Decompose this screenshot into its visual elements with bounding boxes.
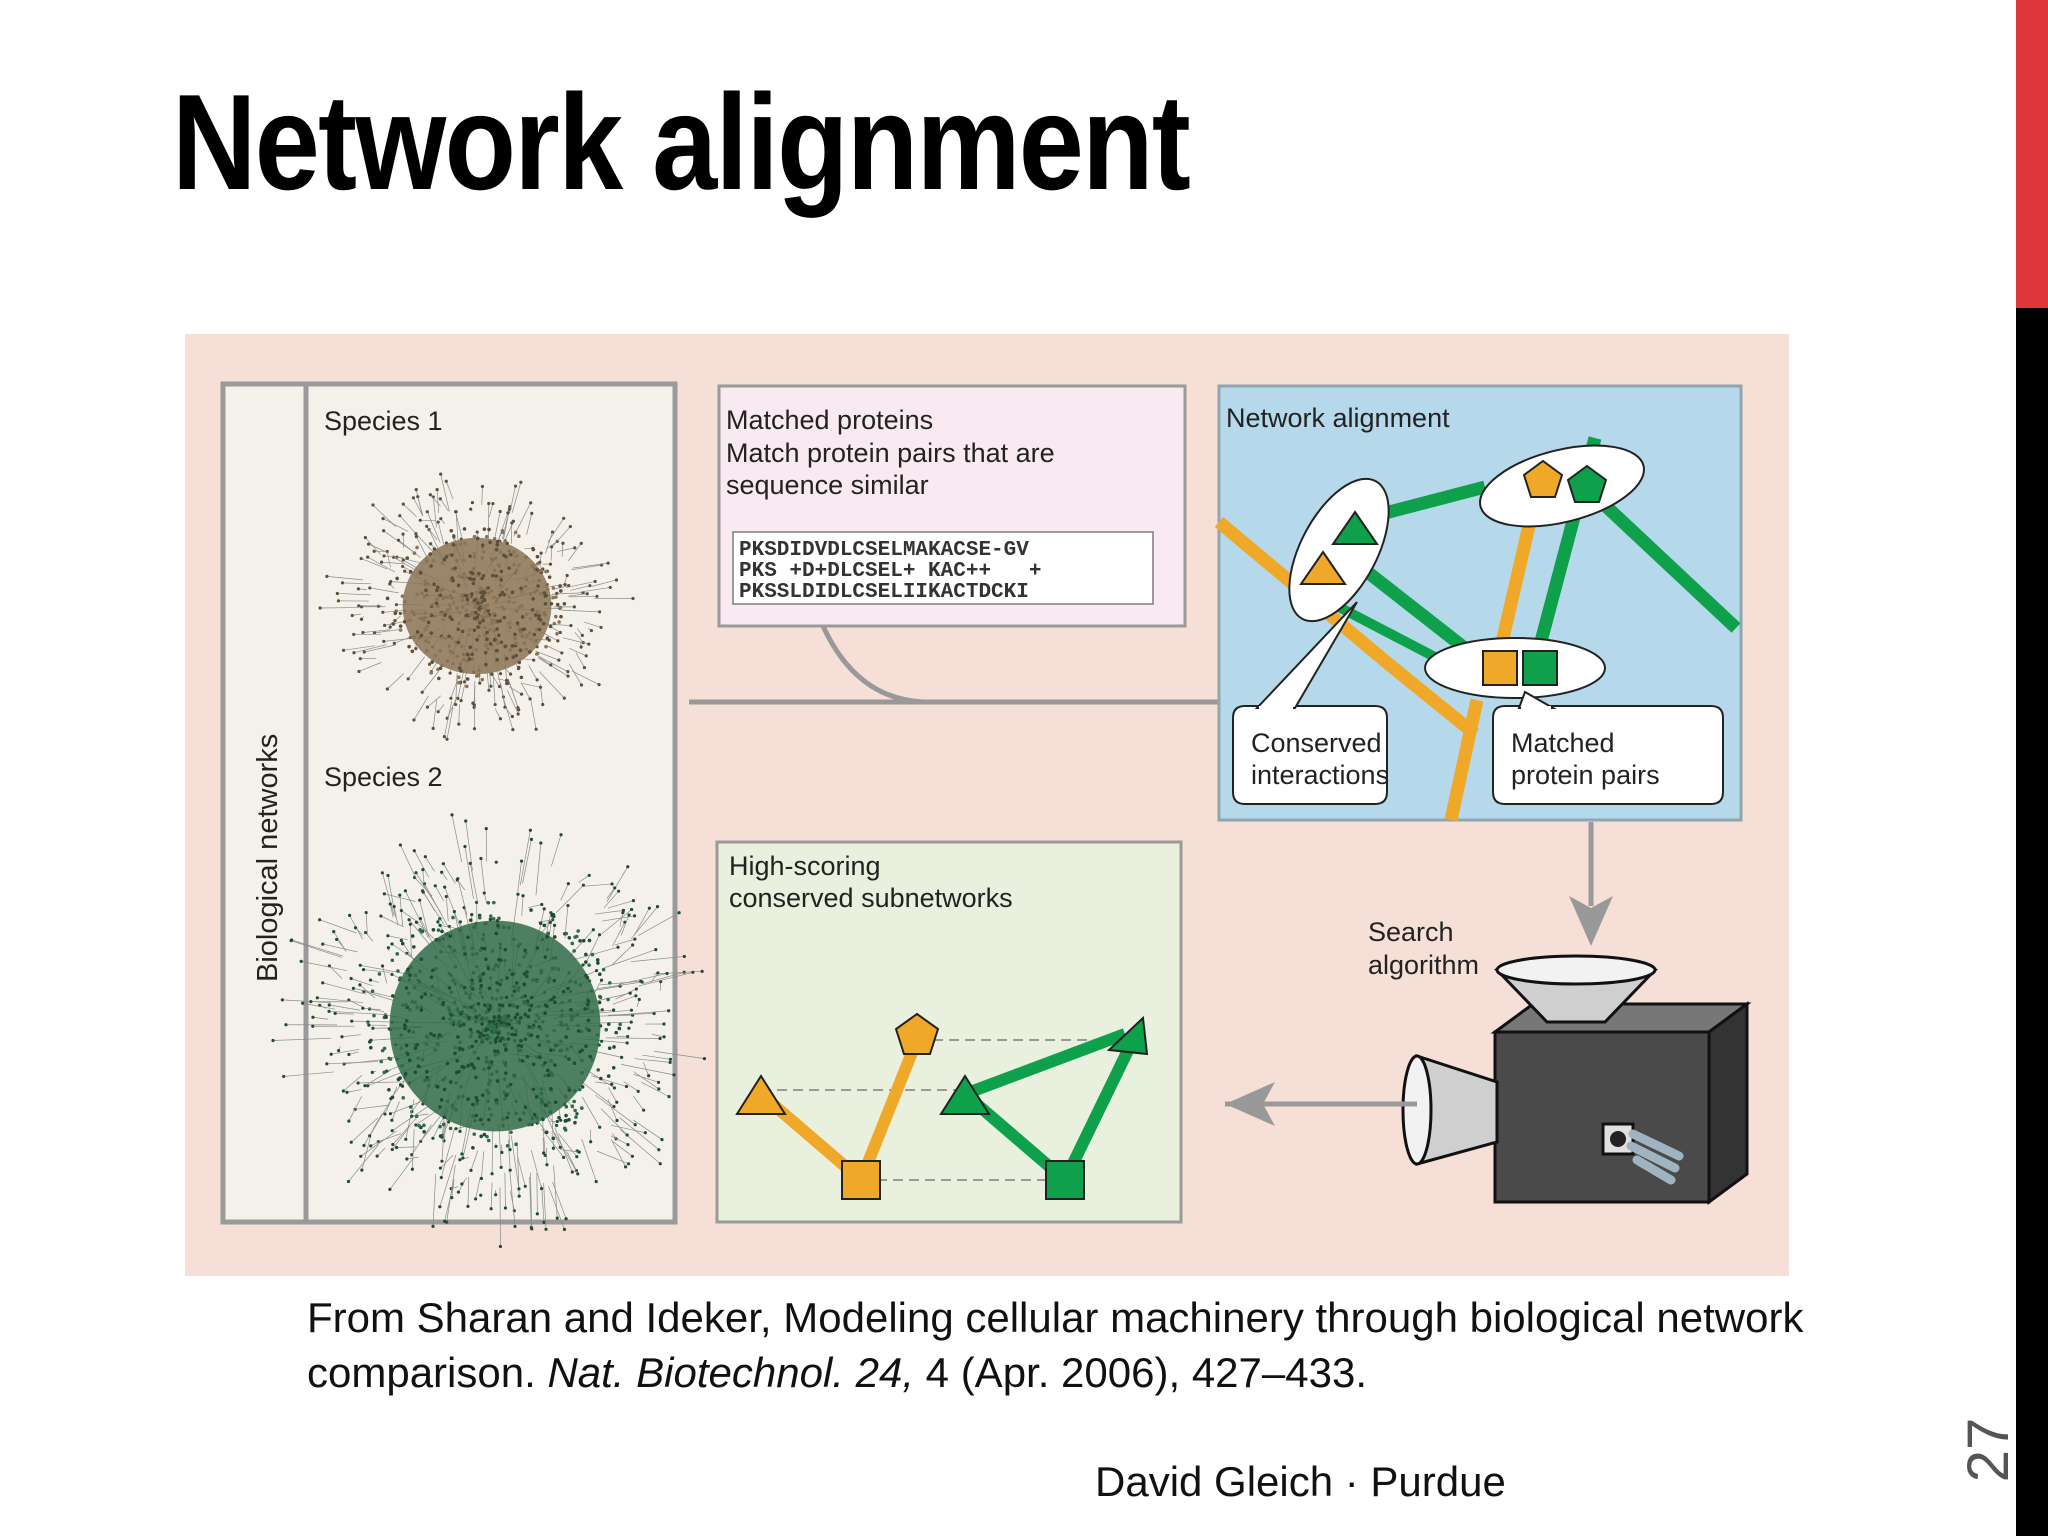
species2-network-cluster: [271, 813, 707, 1249]
citation: From Sharan and Ideker, Modeling cellula…: [307, 1290, 1807, 1400]
orange-pentagon-node: [1522, 459, 1564, 498]
arrow-down-head: [1569, 896, 1613, 946]
sequence-box: [732, 531, 1154, 605]
species2-label: Species 2: [324, 762, 443, 792]
orange-triangle-node: [1299, 550, 1347, 585]
subnet-orange-triangle: [735, 1074, 787, 1115]
citation-part1: From Sharan and Ideker, Modeling cellula…: [307, 1294, 1804, 1396]
citation-part2: 4 (Apr. 2006), 427–433.: [914, 1349, 1367, 1396]
aligned-network-edges: [1214, 436, 1741, 822]
matched-proteins-desc-1: Match protein pairs that are: [726, 438, 1055, 468]
green-triangle-node: [1331, 510, 1379, 545]
matched-pairs-label-1: Matched: [1511, 728, 1615, 758]
conserved-pair-ellipse: [1288, 477, 1390, 623]
sequence-line-1: PKSDIDVDLCSELMAKACSE-GV: [739, 539, 1029, 562]
networks-label: Biological networks: [252, 734, 284, 982]
species1-label: Species 1: [324, 406, 443, 436]
search-algorithm-machine: [1401, 954, 1752, 1205]
matched-proteins-title: Matched proteins: [726, 405, 933, 435]
slide-title: Network alignment: [172, 66, 1191, 218]
arrow-left-head: [1225, 1082, 1275, 1126]
subnet-green-square: [1045, 1160, 1085, 1200]
subnet-orange-pentagon: [894, 1012, 940, 1055]
citation-journal: Nat. Biotechnol. 24,: [547, 1349, 914, 1396]
orange-square-node: [1482, 650, 1518, 686]
conserved-interactions-callout: [1232, 705, 1388, 805]
search-algorithm-label-1: Search: [1368, 917, 1454, 947]
sequence-line-2: PKS +D+DLCSEL+ KAC++ +: [739, 560, 1041, 583]
matched-pairs-callout: [1492, 705, 1724, 805]
conserved-interactions-label-2: interactions: [1251, 760, 1389, 790]
high-scoring-label-1: High-scoring: [729, 851, 881, 881]
matched-proteins-desc-2: sequence similar: [726, 470, 929, 500]
species1-network-cluster: [318, 472, 635, 741]
high-scoring-panel: [715, 840, 1183, 1224]
network-alignment-title: Network alignment: [1226, 403, 1450, 433]
subnet-green-triangle: [939, 1074, 991, 1115]
pentagon-pair-ellipse: [1479, 444, 1645, 528]
slide-number: 27: [1956, 1417, 2021, 1483]
subnet-orange-square: [841, 1160, 881, 1200]
figure-svg: Biological networks Species 1 Species 2 …: [185, 334, 1789, 1276]
search-algorithm-label-2: algorithm: [1368, 950, 1479, 980]
dashed-correspondences: [761, 1039, 1145, 1181]
subnet-green-arrowhead-node: [1106, 1015, 1149, 1056]
accent-bar-red: [2016, 0, 2048, 308]
high-scoring-label-2: conserved subnetworks: [729, 883, 1013, 913]
green-pentagon-node: [1566, 464, 1608, 503]
network-alignment-figure: Biological networks Species 1 Species 2 …: [185, 334, 1789, 1276]
green-square-node: [1522, 650, 1558, 686]
author-credit: David Gleich · Purdue: [1095, 1458, 1506, 1505]
sequence-line-3: PKSSLDIDLCSELIIKACTDCKI: [739, 581, 1029, 604]
accent-bar-black: [2016, 308, 2048, 1536]
conserved-interactions-label-1: Conserved: [1251, 728, 1382, 758]
matched-pairs-label-2: protein pairs: [1511, 760, 1660, 790]
